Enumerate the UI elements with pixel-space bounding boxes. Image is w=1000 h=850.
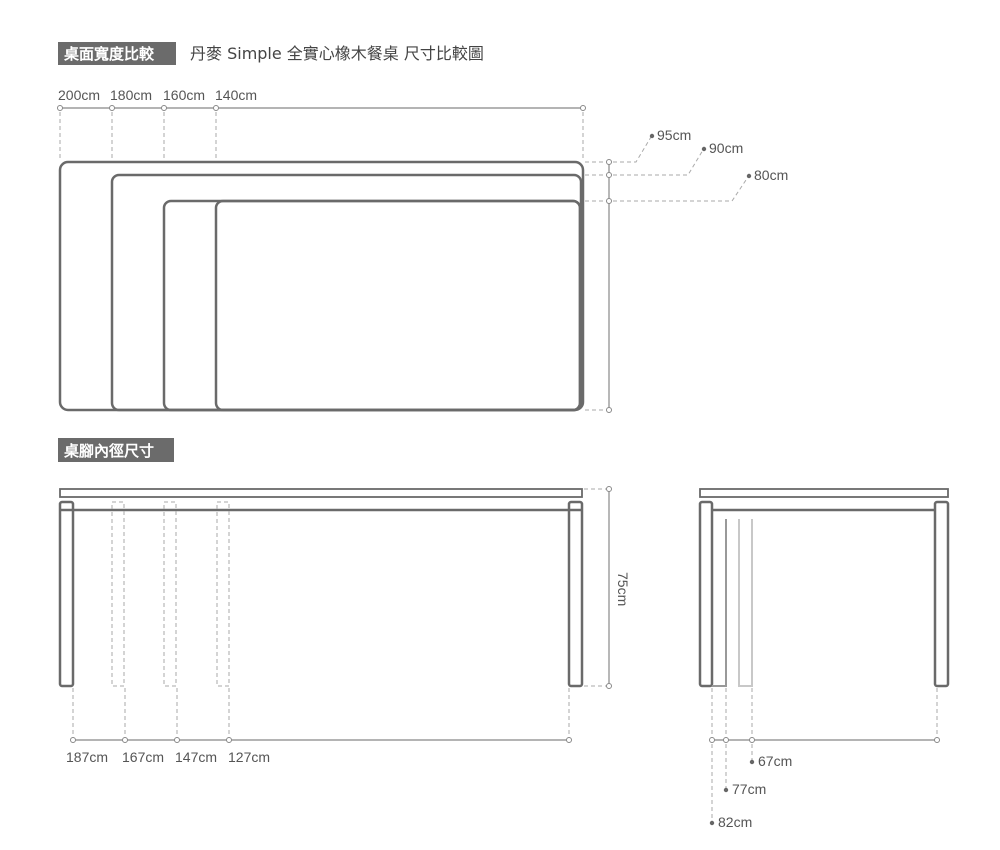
- depth-dimension-line: [585, 133, 752, 413]
- width-dimension-line: [57, 105, 586, 160]
- page-title: 丹麥 Simple 全實心橡木餐桌 尺寸比較圖: [190, 44, 484, 63]
- section-badge-width-label: 桌面寬度比較: [63, 45, 155, 63]
- width-label-160: 160cm: [163, 87, 205, 103]
- front-inner-dimension-line: [70, 688, 572, 743]
- side-inner-label-67: 67cm: [758, 753, 792, 769]
- width-label-180: 180cm: [110, 87, 152, 103]
- tabletop-200: [58, 160, 585, 412]
- depth-label-95: 95cm: [657, 127, 691, 143]
- front-inner-label-127: 127cm: [228, 749, 270, 765]
- section-badge-width: [58, 42, 176, 65]
- width-label-200: 200cm: [58, 87, 100, 103]
- height-dimension-line: [584, 486, 612, 689]
- front-view-table: [58, 488, 584, 688]
- front-inner-label-167: 167cm: [122, 749, 164, 765]
- side-inner-label-77: 77cm: [732, 781, 766, 797]
- side-inner-label-82: 82cm: [718, 814, 752, 830]
- front-inner-label-147: 147cm: [175, 749, 217, 765]
- tabletop-180: [110, 173, 583, 412]
- side-view-table: [698, 488, 950, 688]
- section-badge-legs-label: 桌腳內徑尺寸: [63, 442, 154, 460]
- depth-label-90: 90cm: [709, 140, 743, 156]
- side-inner-dimension-line: [709, 688, 940, 826]
- section-badge-legs: [58, 438, 174, 462]
- front-inner-label-187: 187cm: [66, 749, 108, 765]
- tabletop-140: [214, 199, 582, 412]
- tabletop-160: [162, 199, 582, 412]
- width-label-140: 140cm: [215, 87, 257, 103]
- depth-label-80: 80cm: [754, 167, 788, 183]
- height-label-75: 75cm: [615, 572, 631, 606]
